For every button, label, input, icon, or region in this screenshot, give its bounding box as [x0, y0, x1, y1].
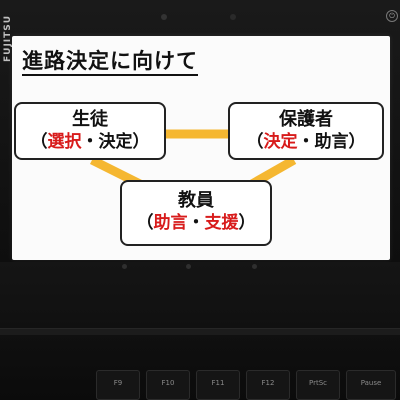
teacher-role-support: 支援: [204, 213, 239, 233]
key-f11[interactable]: F11: [196, 370, 240, 400]
paren-close: ）: [132, 132, 150, 152]
paren-open: （: [136, 213, 154, 233]
separator: ・: [297, 132, 315, 152]
teacher-label: 教員: [178, 190, 214, 211]
guardian-role-advise: 助言: [314, 132, 349, 152]
key-f10[interactable]: F10: [146, 370, 190, 400]
student-roles: （選択・決定）: [16, 131, 164, 153]
paren-open: （: [30, 132, 48, 152]
bezel-dot: [186, 264, 191, 269]
guardian-label: 保護者: [279, 109, 333, 130]
key-prtsc[interactable]: PrtSc: [296, 370, 340, 400]
slide-title: 進路決定に向けて: [22, 50, 198, 76]
webcam-icon: [161, 14, 167, 20]
teacher-roles: （助言・支援）: [122, 212, 270, 234]
tablet-screen: 進路決定に向けて 生徒 （選択・決定） 保護者 （決定・助言） 教員 （助言・支…: [12, 36, 390, 260]
paren-close: ）: [238, 213, 256, 233]
separator: ・: [81, 132, 99, 152]
key-pause[interactable]: Pause: [346, 370, 396, 400]
key-f9[interactable]: F9: [96, 370, 140, 400]
sensor-icon: [230, 14, 236, 20]
student-role-decide: 決定: [98, 132, 133, 152]
hinge: [0, 328, 400, 335]
function-key-row: F9 F10 F11 F12 PrtSc Pause: [0, 370, 400, 400]
power-indicator-icon: ⏻: [386, 10, 398, 22]
node-student: 生徒 （選択・決定）: [14, 102, 166, 160]
node-teacher: 教員 （助言・支援）: [120, 180, 272, 246]
paren-close: ）: [348, 132, 366, 152]
separator: ・: [187, 213, 205, 233]
paren-open: （: [246, 132, 264, 152]
bezel-dot: [122, 264, 127, 269]
guardian-roles: （決定・助言）: [230, 131, 382, 153]
guardian-role-decide: 決定: [263, 132, 298, 152]
student-label: 生徒: [72, 109, 108, 130]
student-role-select: 選択: [47, 132, 82, 152]
key-f12[interactable]: F12: [246, 370, 290, 400]
bezel-dot: [252, 264, 257, 269]
teacher-role-advise: 助言: [153, 213, 188, 233]
node-guardian: 保護者 （決定・助言）: [228, 102, 384, 160]
